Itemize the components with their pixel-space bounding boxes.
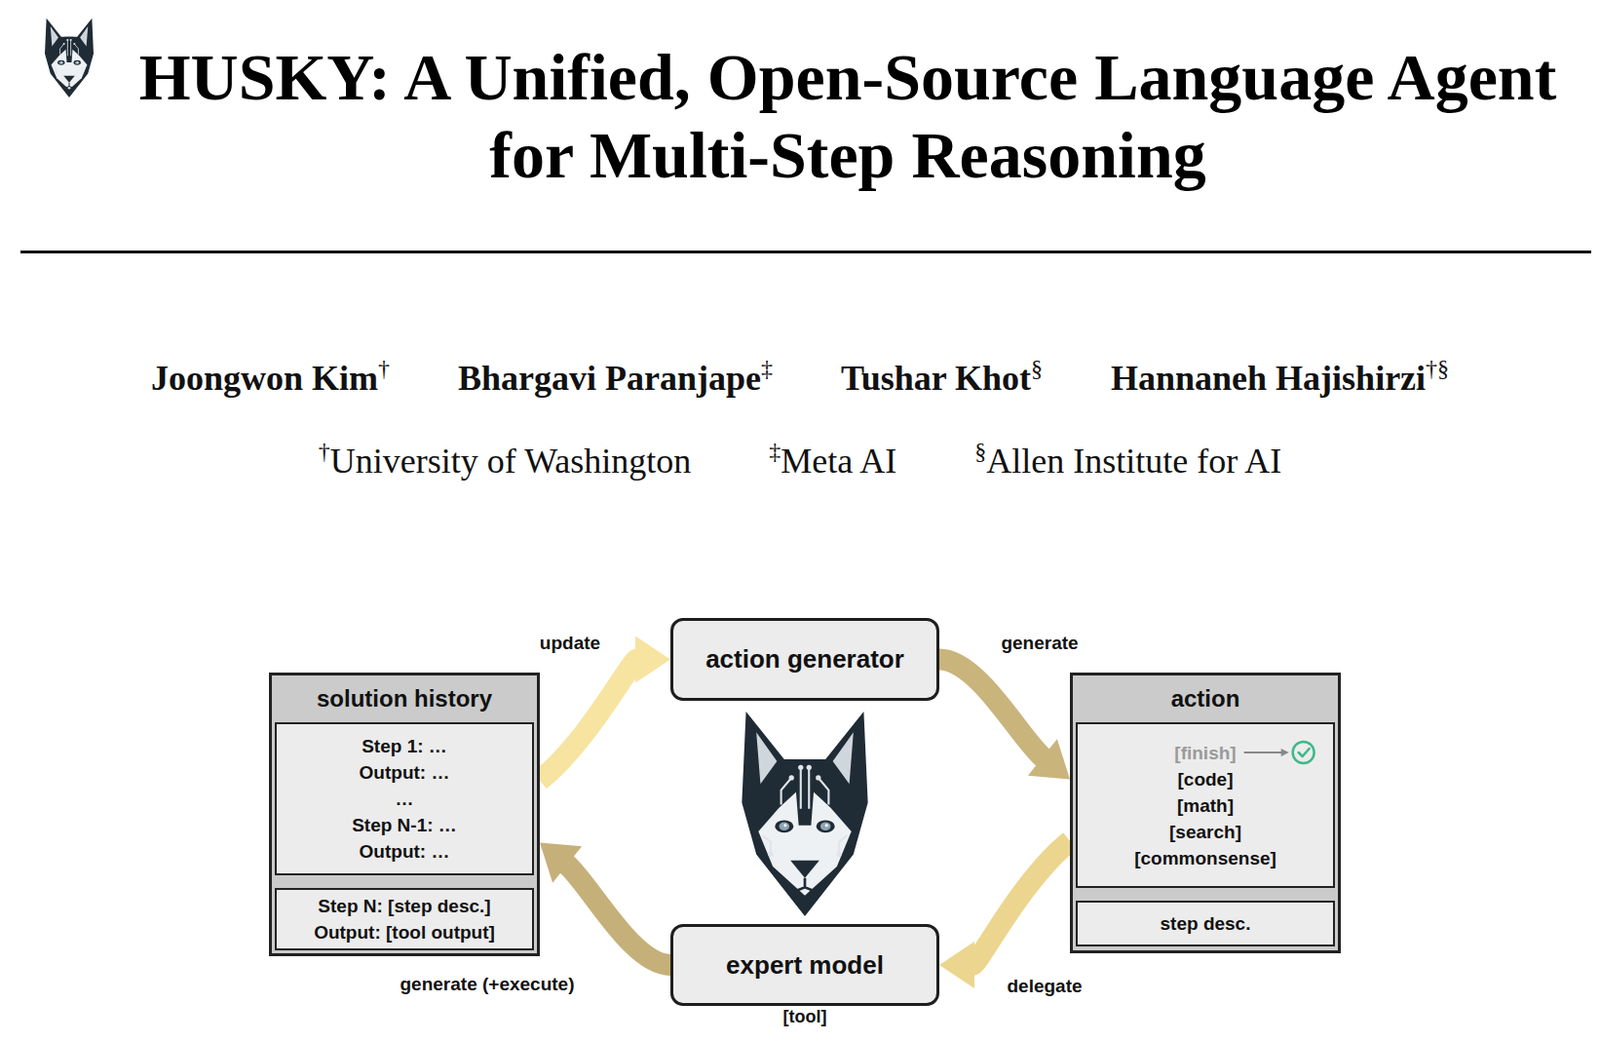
panel-heading: action [1072, 675, 1338, 723]
affiliation-mark: ‡ [761, 355, 773, 381]
list-item: Step 1: … [361, 732, 448, 760]
list-item: [finish] [1174, 739, 1236, 766]
affiliation-mark: § [974, 438, 987, 464]
label-group: §Allen Institute for AI [974, 436, 1282, 490]
panel-box: solution historyStep 1: …Output: ……Step … [268, 672, 540, 956]
edge-label: generate [1000, 631, 1078, 655]
panel-heading: solution history [271, 675, 537, 723]
flow-arrow [939, 659, 1070, 780]
flow-arrowhead [539, 842, 582, 883]
affiliation-mark: § [1030, 355, 1043, 381]
flow-arrow-body [939, 659, 1044, 760]
list-item: Output: … [359, 759, 451, 786]
author-name: Joongwon Kim [151, 358, 379, 398]
affiliation-mark: ‡ [768, 438, 781, 464]
label-group: ‡Meta AI [768, 436, 897, 490]
list-item: [commonsense] [1134, 844, 1277, 872]
list-item: Output: … [359, 838, 451, 865]
flow-arrow-body [566, 863, 671, 965]
authors-row: Joongwon Kim† Bhargavi Paranjape‡ Tushar K… [0, 353, 1600, 407]
box-label: expert model [725, 950, 884, 981]
affils-row: †University of Washington ‡Meta AI §Allen … [0, 436, 1600, 490]
author-name: Bhargavi Paranjape [457, 358, 762, 398]
step-desc-box: step desc. [1075, 900, 1335, 947]
affiliation-mark: †§ [1425, 355, 1449, 381]
edge-label: update [539, 631, 601, 655]
label-group: †University of Washington [318, 436, 691, 490]
affiliation-mark: † [378, 355, 390, 381]
check-icon [1293, 741, 1315, 763]
flow-arrowhead [939, 941, 975, 989]
list-item: Step N: [step desc.] [317, 892, 491, 919]
process-box: action generator [670, 617, 940, 701]
list-item: step desc. [1160, 910, 1252, 937]
current-step: Step N: [step desc.]Output: [tool output… [274, 887, 534, 951]
action-list: [finish][code][math][search][commonsense… [1075, 722, 1335, 888]
leader-arrow [1244, 751, 1284, 754]
paper-title: HUSKY: A Unified, Open-Source Language A… [107, 38, 1589, 194]
flow-arrow [939, 840, 1070, 989]
leader-arrowhead [1281, 748, 1290, 757]
husky-illustration [737, 709, 873, 916]
affiliation-name: Meta AI [780, 441, 897, 481]
flow-arrow-body [539, 659, 638, 781]
edge-label: delegate [1006, 974, 1082, 998]
affiliation-name: University of Washington [330, 441, 691, 481]
panel-box: action[finish][code][math][search][commo… [1069, 672, 1341, 953]
check-icon [1298, 748, 1310, 757]
author-name: Hannaneh Hajishirzi [1110, 358, 1426, 398]
flow-arrow-body [972, 840, 1070, 965]
flow-arrowhead [1028, 738, 1070, 779]
label-group: Tushar Khot§ [840, 353, 1043, 407]
box-label: action generator [705, 644, 905, 675]
author-name: Tushar Khot [840, 358, 1031, 398]
list-item: [code] [1178, 765, 1234, 793]
label-group: Bhargavi Paranjape‡ [457, 353, 773, 407]
husky-logo [42, 17, 96, 98]
list-item: Step N-1: … [351, 811, 458, 839]
list-item: Output: [tool output] [313, 918, 496, 946]
list-item: [math] [1177, 792, 1234, 819]
affiliation-mark: † [318, 438, 331, 464]
label-group: Hannaneh Hajishirzi†§ [1110, 353, 1449, 407]
tool-label: [tool] [673, 1005, 937, 1028]
label-group: Joongwon Kim† [151, 353, 390, 407]
flow-arrowhead [635, 636, 671, 684]
list-item: … [395, 785, 415, 812]
list-item: [search] [1169, 818, 1242, 845]
flow-arrow [539, 636, 671, 781]
history-list: Step 1: …Output: ……Step N-1: …Output: … [274, 722, 534, 876]
edge-label: generate (+execute) [400, 972, 575, 996]
process-box: expert model[tool] [670, 923, 940, 1006]
rule-line [20, 250, 1592, 254]
flow-arrow [539, 842, 671, 965]
affiliation-name: Allen Institute for AI [986, 441, 1282, 481]
